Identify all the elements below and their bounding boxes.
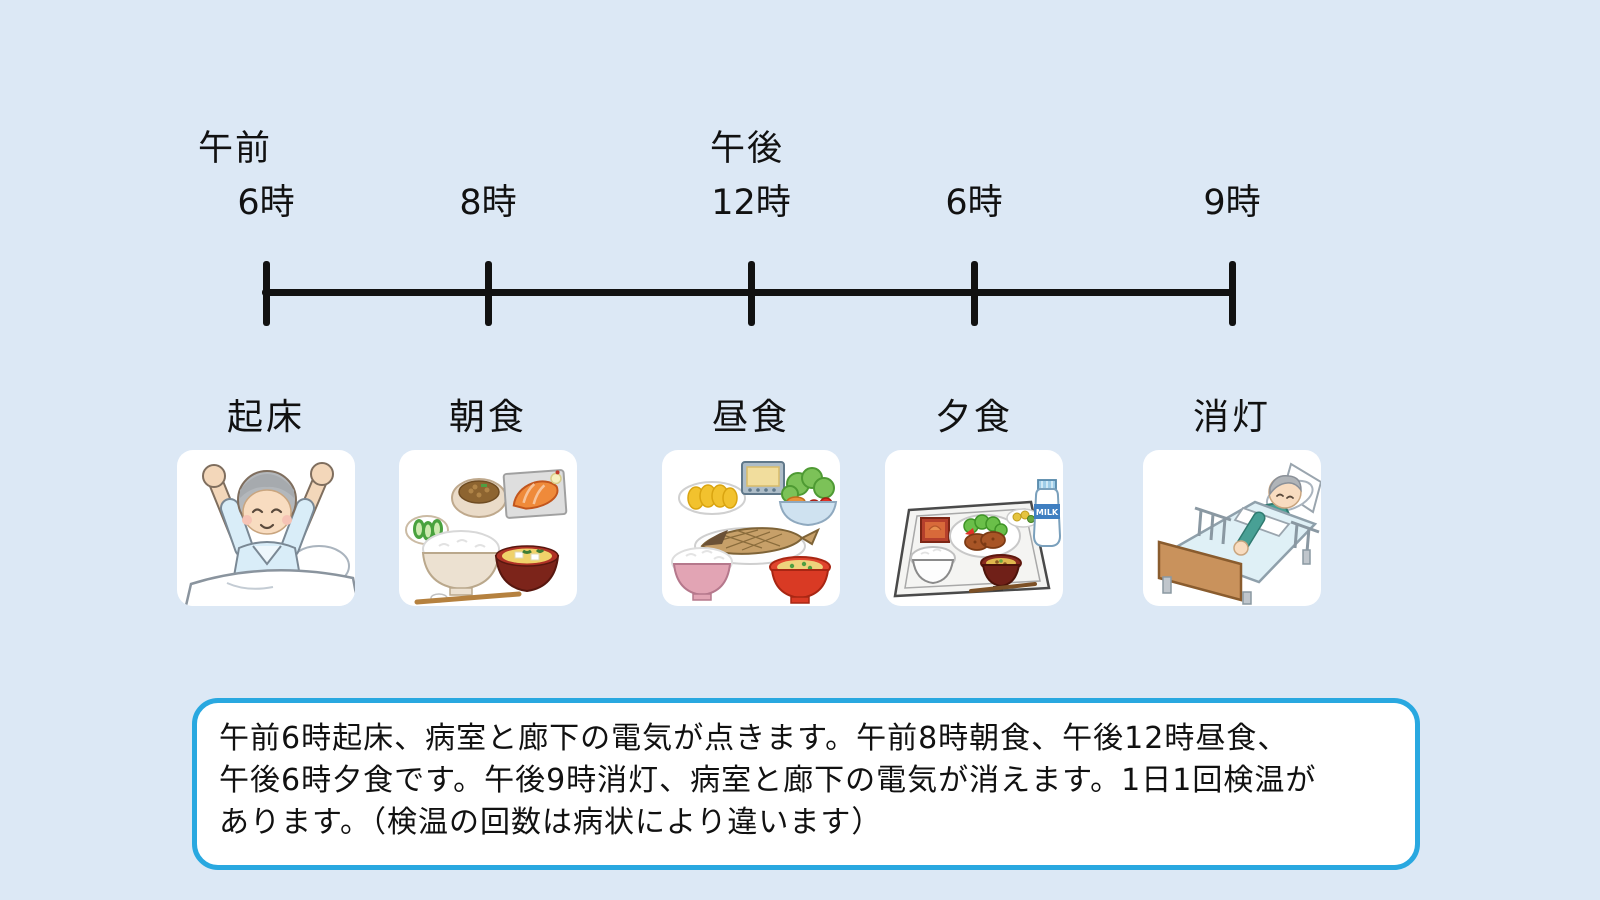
event-label-lights-out: 消灯 bbox=[1192, 397, 1271, 438]
note-box: 午前6時起床、病室と廊下の電気が点きます。午前8時朝食、午後12時昼食、 午後6… bbox=[192, 698, 1420, 870]
tick-mark bbox=[1229, 261, 1236, 326]
note-line-1: 午前6時起床、病室と廊下の電気が点きます。午前8時朝食、午後12時昼食、 bbox=[219, 721, 1289, 756]
event-column-lights-out: 9時 消灯 bbox=[1122, 0, 1342, 900]
milk-label: MILK bbox=[1036, 508, 1059, 517]
event-column-wake-up: 6時 起床 bbox=[156, 0, 376, 900]
event-label-lunch: 昼食 bbox=[711, 397, 790, 438]
lunch-illustration bbox=[662, 450, 840, 606]
dinner-illustration: MILK bbox=[885, 450, 1063, 606]
breakfast-illustration bbox=[399, 450, 577, 606]
note-line-3: あります。（検温の回数は病状により違います） bbox=[219, 805, 883, 840]
period-label-am: 午前 bbox=[198, 129, 273, 169]
dinner-icon: MILK bbox=[893, 479, 1062, 598]
tick-mark bbox=[748, 261, 755, 326]
time-label-wake-up: 6時 bbox=[237, 183, 295, 223]
wake-up-illustration bbox=[177, 450, 355, 606]
event-column-lunch: 12時 昼食 bbox=[641, 0, 861, 900]
time-label-dinner: 6時 bbox=[945, 183, 1003, 223]
event-label-breakfast: 朝食 bbox=[448, 397, 527, 438]
event-label-wake-up: 起床 bbox=[226, 397, 305, 438]
note-line-2: 午後6時夕食です。午後9時消灯、病室と廊下の電気が消えます。1日1回検温が bbox=[219, 763, 1317, 798]
event-column-breakfast: 8時 朝食 bbox=[378, 0, 598, 900]
lunch-icon bbox=[671, 461, 838, 604]
time-label-lights-out: 9時 bbox=[1203, 183, 1261, 223]
period-label-pm: 午後 bbox=[710, 129, 785, 169]
tick-mark bbox=[485, 261, 492, 326]
breakfast-icon bbox=[405, 469, 568, 605]
wake-up-icon bbox=[184, 462, 355, 606]
lights-out-illustration bbox=[1143, 450, 1321, 606]
time-label-breakfast: 8時 bbox=[459, 183, 517, 223]
event-label-dinner: 夕食 bbox=[934, 397, 1013, 438]
tick-mark bbox=[971, 261, 978, 326]
tick-mark bbox=[263, 261, 270, 326]
event-column-dinner: 6時 夕食 bbox=[864, 0, 1084, 900]
time-label-lunch: 12時 bbox=[711, 183, 791, 223]
lights-out-icon bbox=[1157, 462, 1321, 605]
